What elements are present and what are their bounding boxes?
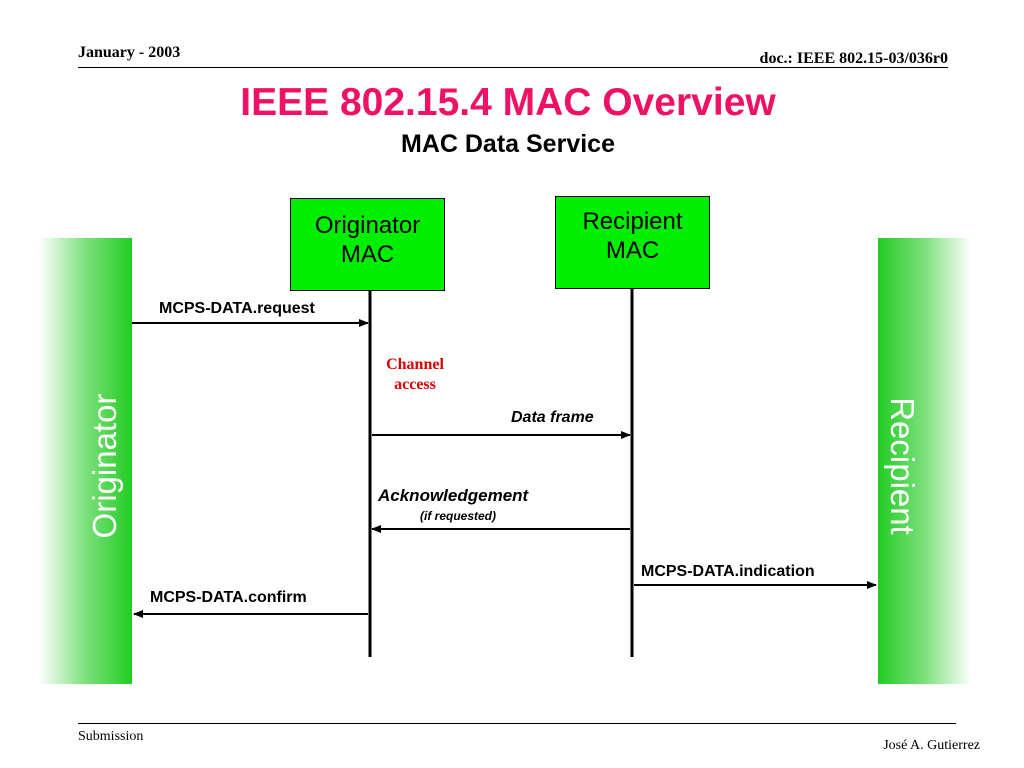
originator-mac-box: Originator MAC [290,198,445,291]
originator-mac-label-line2: MAC [340,241,395,268]
header-date: January - 2003 [78,44,181,61]
originator-mac-label-line1: Originator [314,212,421,239]
request-label: MCPS-DATA.request [159,300,315,317]
recipient-mac-label-line2: MAC [605,237,660,264]
slide-subtitle: MAC Data Service [401,130,615,158]
footer-submission: Submission [78,729,144,744]
footer-author: José A. Gutierrez [883,738,980,753]
acknowledgement-label: Acknowledgement [378,486,529,505]
data-frame-label: Data frame [511,409,594,426]
recipient-side-bar [878,238,980,684]
recipient-mac-label-line1: Recipient [582,208,683,235]
channel-access-label: Channel access [360,355,470,395]
channel-access-line1: Channel [386,356,444,373]
channel-access-line2: access [394,376,436,393]
confirm-label: MCPS-DATA.confirm [150,589,307,606]
header-doc-id: doc.: IEEE 802.15-03/036r0 [759,50,948,67]
header-rule [78,67,948,68]
originator-side-bar [30,238,132,684]
indication-label: MCPS-DATA.indication [641,563,815,580]
slide-title: IEEE 802.15.4 MAC Overview [240,81,776,124]
if-requested-label: (if requested) [420,509,497,523]
footer-rule [78,723,956,724]
recipient-mac-box: Recipient MAC [555,196,710,289]
